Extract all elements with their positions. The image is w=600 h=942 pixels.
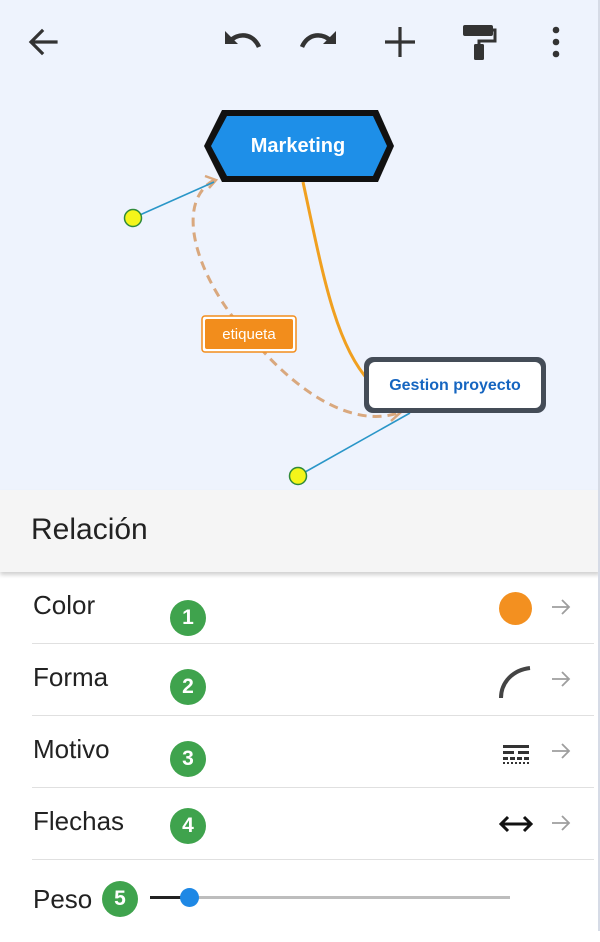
row-forma[interactable]: Forma 2 (0, 644, 600, 716)
back-button[interactable] (19, 18, 67, 66)
relationship-line[interactable] (191, 178, 399, 418)
arrow-left-icon (28, 28, 58, 56)
undo-icon (225, 31, 262, 49)
add-button[interactable] (376, 18, 424, 66)
row-flechas-label: Flechas (33, 806, 125, 836)
badge-4: 4 (170, 808, 206, 844)
badge-5: 5 (102, 881, 138, 917)
more-options-button[interactable] (532, 18, 580, 66)
curve-shape-icon (499, 666, 531, 699)
relationship-arrowhead-start (204, 174, 219, 189)
central-node-label: Marketing (251, 135, 345, 157)
weight-slider-thumb[interactable] (180, 888, 199, 907)
panel-title: Relación (31, 513, 148, 546)
node-connector (301, 181, 372, 384)
double-arrow-icon (498, 815, 534, 833)
row-color-label: Color (33, 590, 96, 620)
more-vert-icon (552, 26, 560, 58)
format-button[interactable] (455, 18, 503, 66)
control-line-start (132, 181, 215, 219)
badge-2: 2 (170, 669, 206, 705)
redo-button[interactable] (297, 18, 345, 66)
plus-icon (385, 27, 415, 57)
relationship-label-text: etiqueta (222, 326, 276, 343)
control-point-end[interactable] (288, 466, 308, 486)
dash-pattern-icon (503, 745, 529, 764)
child-node-label: Gestion proyecto (389, 377, 521, 394)
redo-icon (299, 31, 336, 49)
row-peso-label: Peso (33, 884, 93, 914)
arrow-right-icon (552, 671, 571, 687)
control-line-end (297, 412, 411, 477)
badge-3: 3 (170, 741, 206, 777)
top-toolbar (0, 0, 600, 84)
relationship-label[interactable]: etiqueta (201, 315, 297, 353)
weight-slider-fill (150, 896, 190, 899)
divider (32, 787, 594, 788)
divider (32, 643, 594, 644)
row-flechas[interactable]: Flechas 4 (0, 788, 600, 860)
arrow-right-icon (552, 743, 571, 759)
row-forma-label: Forma (33, 662, 109, 692)
central-node[interactable]: Marketing (204, 110, 394, 182)
row-peso: Peso 5 (0, 870, 600, 942)
divider (32, 715, 594, 716)
window-edge (598, 0, 600, 931)
divider (32, 859, 594, 860)
panel-header: Relación (0, 490, 600, 572)
control-point-start[interactable] (123, 208, 143, 228)
mind-map-canvas[interactable]: Marketing Gestion proyecto etiqueta (0, 0, 600, 490)
arrow-right-icon (552, 599, 571, 615)
weight-slider[interactable] (150, 888, 510, 907)
paint-roller-icon (463, 25, 497, 60)
mind-map-svg[interactable]: Marketing Gestion proyecto etiqueta (0, 0, 600, 490)
orange-dot-icon (499, 592, 532, 625)
child-node[interactable]: Gestion proyecto (364, 357, 546, 413)
undo-button[interactable] (216, 18, 264, 66)
badge-1: 1 (170, 600, 206, 636)
row-motivo[interactable]: Motivo 3 (0, 716, 600, 788)
row-color[interactable]: Color 1 (0, 572, 600, 644)
arrow-right-icon (552, 815, 571, 831)
row-motivo-label: Motivo (33, 734, 110, 764)
